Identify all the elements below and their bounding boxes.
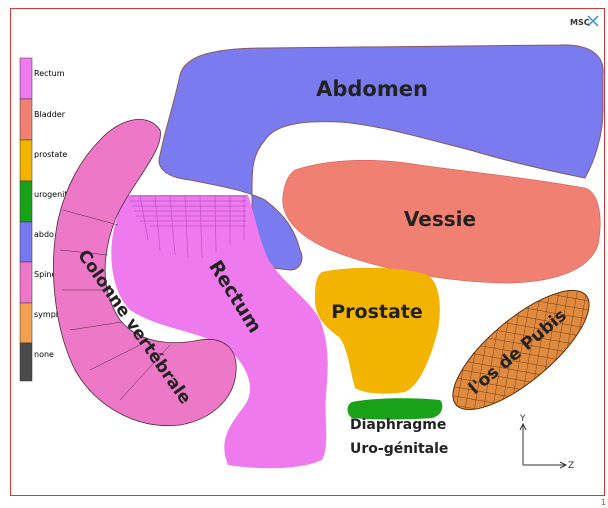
organ-prostate bbox=[315, 268, 440, 394]
legend-swatch-prostate bbox=[20, 140, 32, 181]
label-vessie: Vessie bbox=[404, 207, 476, 231]
label-diaphragme-line1: Diaphragme bbox=[350, 417, 446, 433]
msc-logo-text: MSC bbox=[570, 18, 590, 27]
legend-label-prostate: prostate bbox=[34, 150, 67, 159]
y-axis-label: Y bbox=[519, 414, 526, 424]
legend-label-rectum: Rectum bbox=[34, 69, 65, 78]
legend-swatch-abdo bbox=[20, 222, 32, 262]
label-abdomen: Abdomen bbox=[316, 77, 428, 101]
label-prostate: Prostate bbox=[331, 301, 423, 323]
legend-label-abdo: abdo bbox=[34, 230, 54, 239]
legend-swatch-bladder bbox=[20, 99, 32, 140]
z-axis-label: Z bbox=[568, 461, 574, 471]
axis-triad: Y Z bbox=[519, 414, 574, 471]
legend-label-none: none bbox=[34, 350, 54, 359]
label-diaphragme-line2: Uro-génitale bbox=[350, 441, 448, 457]
corner-mark: 1 bbox=[601, 498, 606, 507]
legend-swatch-rectum bbox=[20, 58, 32, 99]
legend-swatch-urogenital-diaphragm bbox=[20, 181, 32, 222]
legend-swatch-symphisis bbox=[20, 303, 32, 343]
legend-label-bladder: Bladder bbox=[34, 110, 66, 119]
legend-swatch-none bbox=[20, 343, 32, 381]
legend-swatch-spines bbox=[20, 262, 32, 303]
